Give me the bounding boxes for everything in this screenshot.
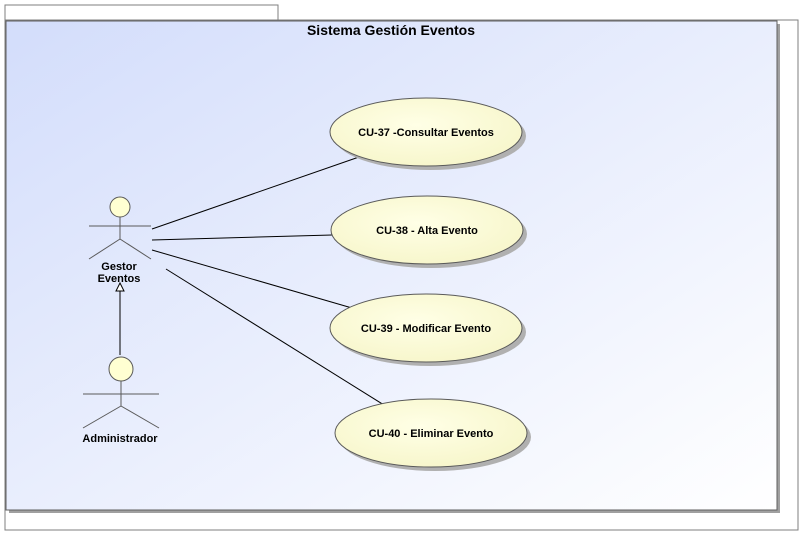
associations — [115, 156, 385, 406]
use-case-cu39[interactable]: CU-39 - Modificar Evento — [329, 293, 526, 366]
use-case-label: CU-37 -Consultar Eventos — [358, 127, 494, 139]
association-cu40 — [165, 268, 385, 406]
actor-label: Administrador — [82, 433, 158, 445]
use-case-cu40[interactable]: CU-40 - Eliminar Evento — [334, 398, 531, 471]
association-cu39 — [151, 249, 353, 309]
use-case-cu37[interactable]: CU-37 -Consultar Eventos — [329, 97, 526, 170]
stick-figure-icon — [82, 356, 160, 429]
actor-administrador[interactable]: Administrador — [82, 356, 160, 445]
actor-gestor-eventos[interactable]: Gestor Eventos — [88, 196, 152, 285]
use-case-label: CU-40 - Eliminar Evento — [369, 428, 494, 440]
stick-figure-icon — [88, 196, 152, 260]
association-cu38 — [151, 234, 333, 241]
system-title: Sistema Gestión Eventos — [307, 22, 475, 38]
association-cu37 — [151, 156, 360, 230]
use-case-label: CU-38 - Alta Evento — [376, 225, 478, 237]
use-case-label: CU-39 - Modificar Evento — [361, 323, 491, 335]
actor-label-line2: Eventos — [98, 273, 141, 285]
actor-label-line1: Gestor — [101, 261, 137, 273]
generalization-arrowhead — [115, 281, 125, 292]
use-case-cu38[interactable]: CU-38 - Alta Evento — [330, 195, 527, 268]
